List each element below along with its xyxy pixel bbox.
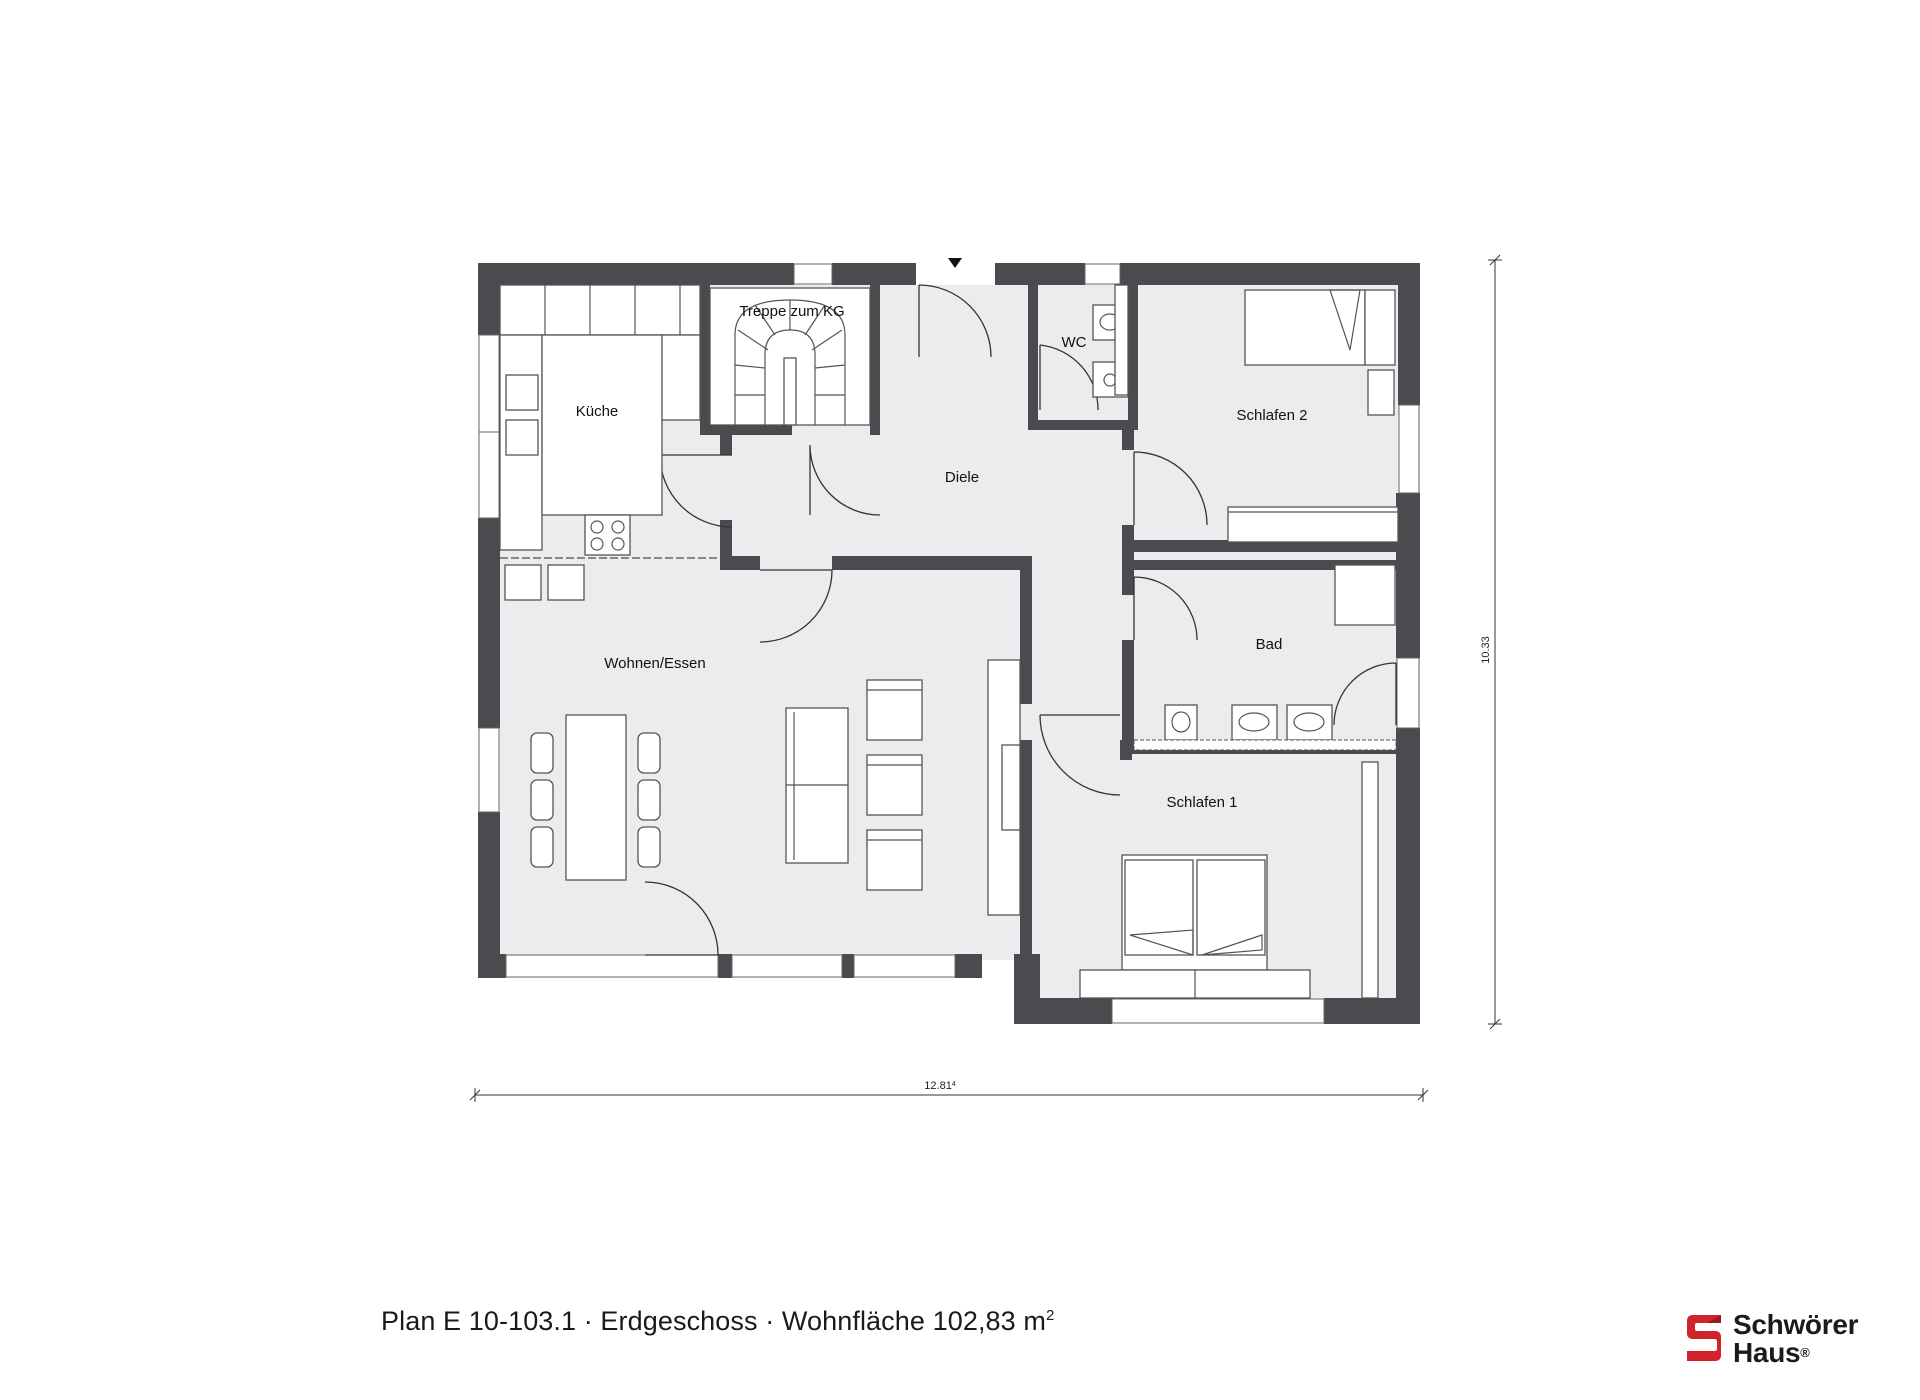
plan-caption-text: Plan E 10-103.1 · Erdgeschoss · Wohnfläc… [381,1306,1046,1336]
bedroom2-furniture [1227,289,1399,543]
doors [644,258,1397,956]
wc-fixtures [1092,284,1129,398]
room-label-bad: Bad [1256,636,1283,653]
room-label-kueche: Küche [576,403,619,420]
logo-line1: Schwörer [1733,1309,1859,1340]
plan-caption: Plan E 10-103.1 · Erdgeschoss · Wohnfläc… [381,1306,1054,1337]
room-labels: Küche Treppe zum KG WC Schlafen 2 Diele … [576,303,1308,811]
room-label-schlafen2: Schlafen 2 [1237,407,1308,424]
room-label-treppe: Treppe zum KG [739,303,844,320]
schwoerer-haus-logo: Schwörer Haus® [1683,1309,1903,1371]
room-label-wc: WC [1062,334,1087,351]
dimension-height: 10.33 [1480,254,1502,1030]
windows [478,263,1420,1024]
room-label-wohnen: Wohnen/Essen [604,655,705,672]
dimension-height-label: 10.33 [1480,636,1492,664]
bedroom1-furniture [1079,761,1379,999]
plan-caption-sup: 2 [1045,1307,1055,1324]
room-label-diele: Diele [945,469,979,486]
living-furniture [530,659,1021,916]
bathroom-fixtures [1133,564,1397,751]
dimension-width: 12.814 [469,1080,1429,1102]
kitchen-furniture [499,284,720,601]
outer-walls [478,263,1420,1024]
logo-mark-icon [1687,1315,1721,1361]
room-label-schlafen1: Schlafen 1 [1167,794,1238,811]
stairs [709,287,871,426]
logo-line2: Haus® [1733,1337,1810,1368]
dimension-width-label: 12.814 [924,1080,956,1092]
